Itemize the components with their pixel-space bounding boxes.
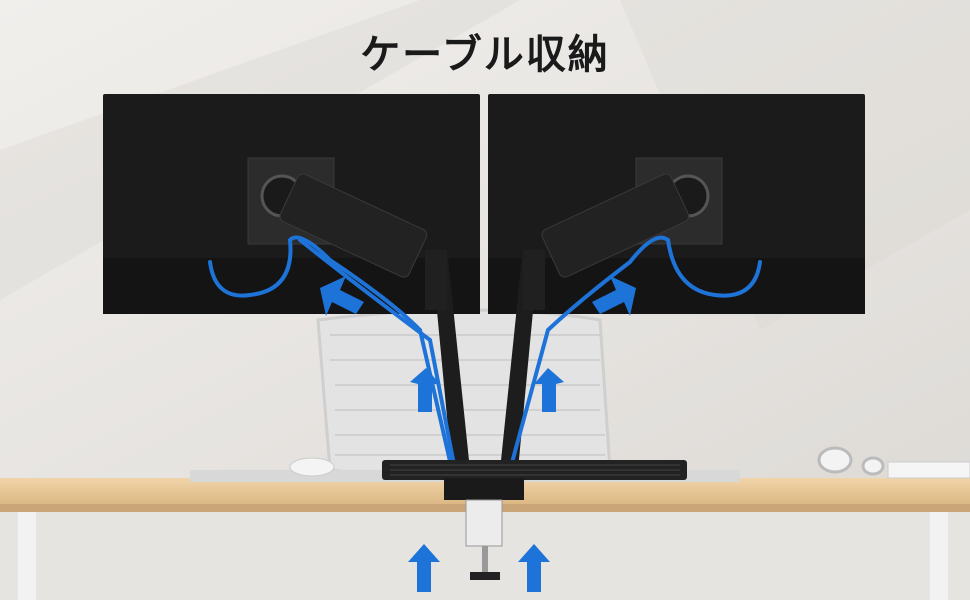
up-arrow-icon [410, 368, 440, 412]
left-monitor [103, 94, 480, 314]
up-arrow-icon [534, 368, 564, 412]
monitor-arm [425, 250, 545, 470]
desk-clamp [444, 478, 524, 580]
mouse [289, 457, 335, 477]
up-arrow-icon [518, 544, 550, 592]
diagonal-arrow-icon [320, 276, 364, 316]
cable [208, 235, 762, 600]
diagonal-arrow-icon [592, 276, 636, 316]
keyboard [382, 460, 687, 480]
desk-ornament [817, 446, 970, 479]
right-monitor [488, 94, 865, 314]
up-arrow-icon [408, 544, 440, 592]
headline: ケーブル収納 [360, 31, 610, 78]
